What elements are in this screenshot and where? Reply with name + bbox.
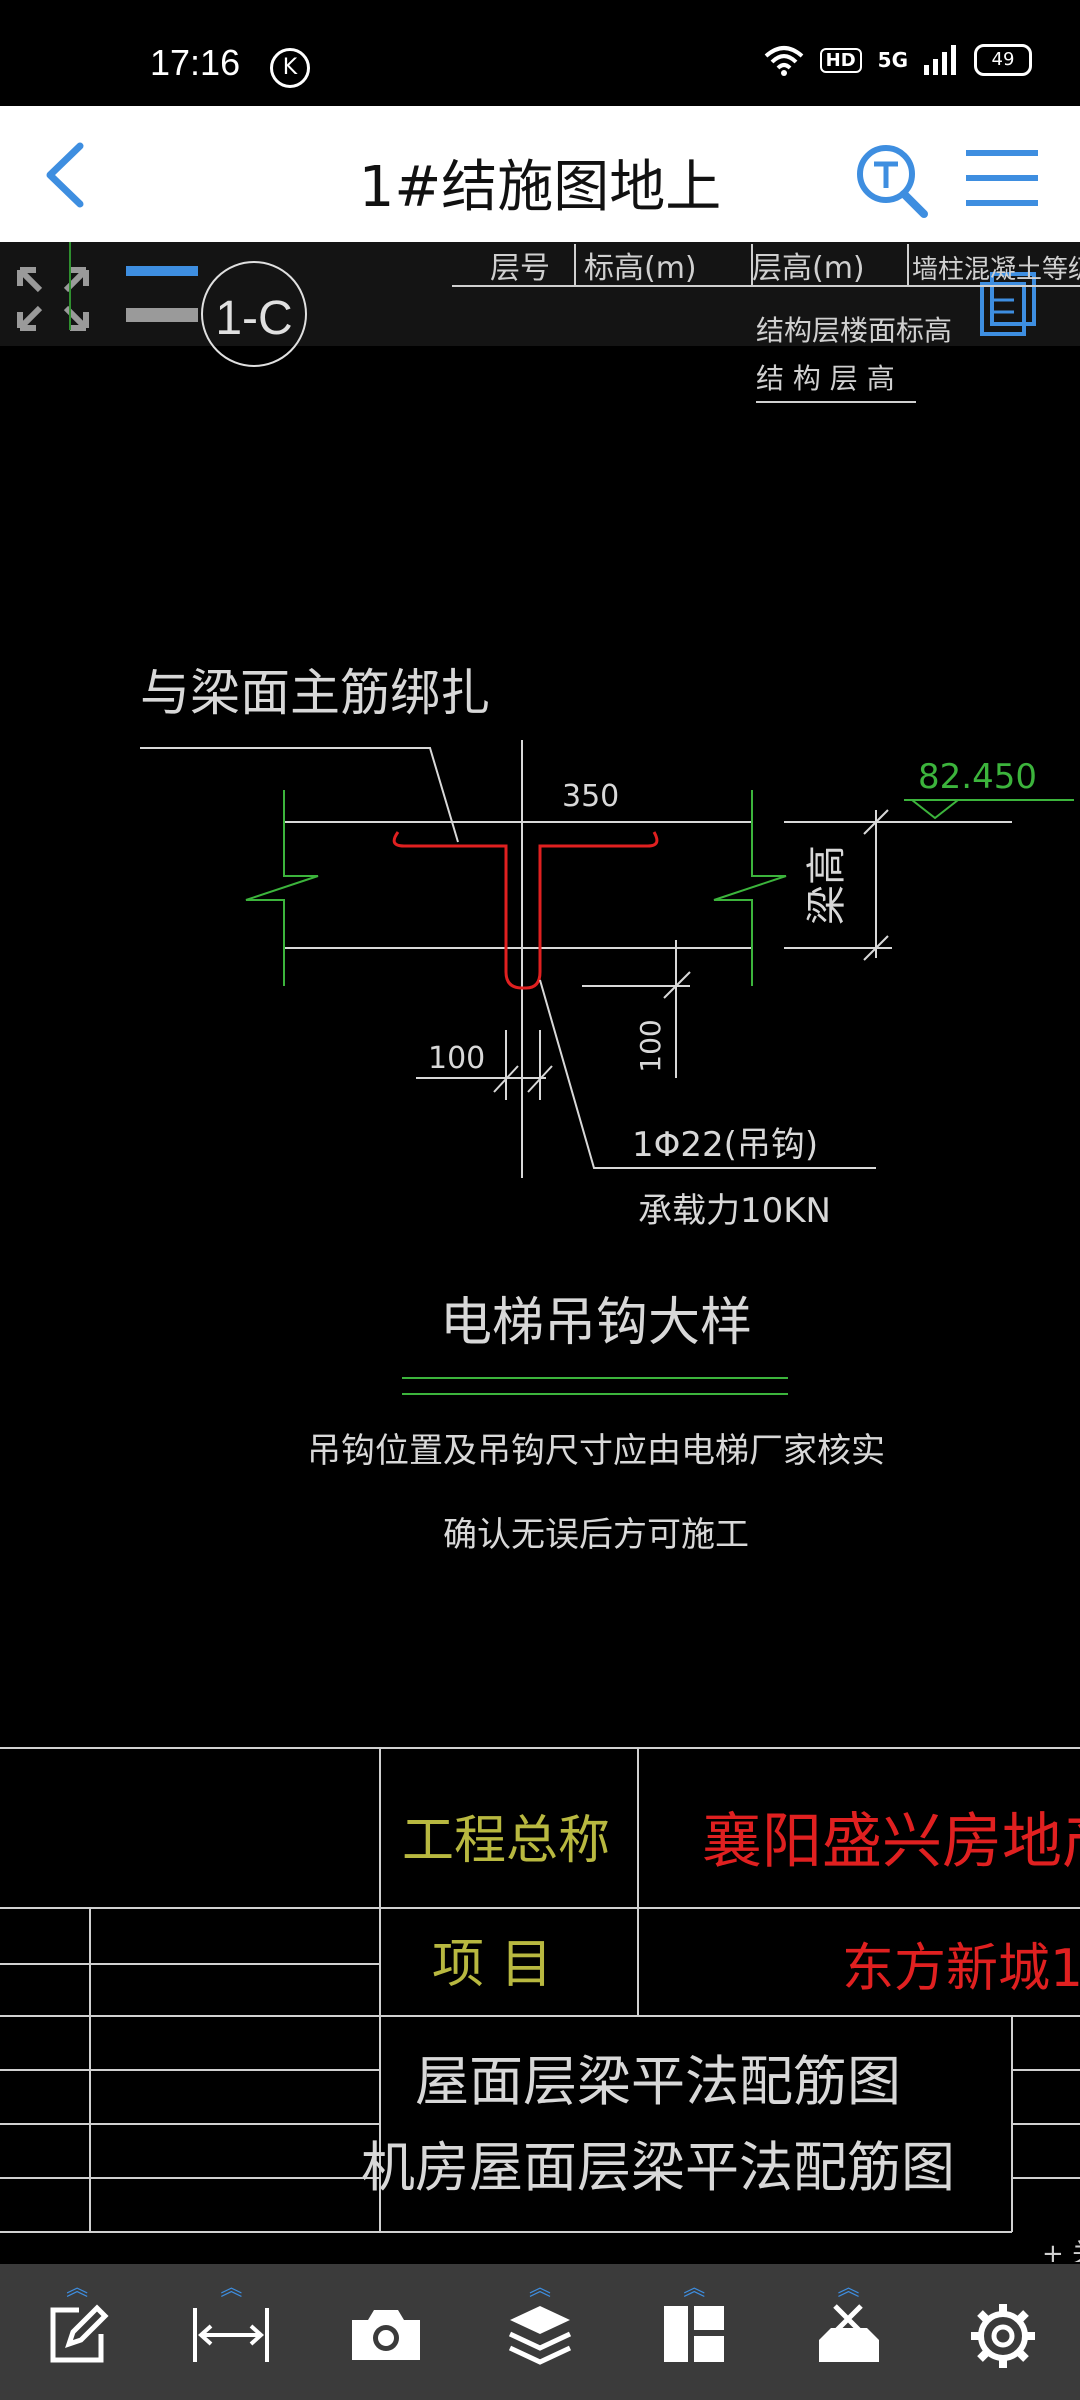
edit-note-icon xyxy=(50,2304,109,2363)
battery-indicator: 49 xyxy=(974,44,1032,76)
table-subheader: 结构层楼面标高 xyxy=(756,314,952,347)
table-header: 层号 xyxy=(490,251,550,286)
clock: 17:16 xyxy=(150,42,241,83)
k-app-icon: K xyxy=(270,48,310,88)
hook-rebar xyxy=(392,831,659,990)
axis-label: 1-C xyxy=(215,292,292,345)
note-line-2: 确认无误后方可施工 xyxy=(443,1515,749,1555)
note-line-1: 吊钩位置及吊钩尺寸应由电梯厂家核实 xyxy=(307,1431,885,1471)
beam-height-label: 梁高 xyxy=(804,845,850,925)
tools-button[interactable]: ︽ xyxy=(771,2264,925,2400)
annotate-button[interactable]: ︽ xyxy=(0,2264,154,2400)
toolbox-icon xyxy=(818,2304,879,2362)
value-project: 襄阳盛兴房地产开发有 xyxy=(702,1807,1080,1877)
elevation-value: 82.450 xyxy=(918,757,1037,797)
table-header: 标高(m) xyxy=(584,251,697,286)
layout-button[interactable]: ︽ xyxy=(617,2264,771,2400)
table-header: 墙柱混凝土等级 xyxy=(912,255,1080,285)
camera-icon xyxy=(351,2310,420,2360)
table-subheader: 结 构 层 高 xyxy=(756,362,895,395)
text-search-icon[interactable] xyxy=(852,140,932,220)
expand-chevron-icon: ︽ xyxy=(683,2276,706,2301)
load-capacity: 承载力10KN xyxy=(638,1191,831,1231)
sheet-list-icon[interactable] xyxy=(980,272,1036,336)
status-bar: 17:16 K HD 5G 49 xyxy=(0,0,1080,106)
signal-icon xyxy=(924,45,956,75)
layout-icon xyxy=(664,2306,725,2362)
layer-toggle-icon[interactable] xyxy=(126,266,198,322)
corner-text: + 关 xyxy=(1042,2239,1080,2262)
layers-icon xyxy=(508,2306,572,2365)
cad-drawing-canvas[interactable]: 1-C 层号 标高(m) 层高(m) 墙柱混凝土等级 结构层楼面标高 结 构 层… xyxy=(0,242,1080,2262)
network-label: 5G xyxy=(877,48,908,72)
drawing-name-2: 机房屋面层梁平法配筋图 xyxy=(361,2136,955,2199)
drawing-name-1: 屋面层梁平法配筋图 xyxy=(415,2050,901,2113)
detail-title: 电梯吊钩大样 xyxy=(440,1293,752,1353)
layers-button[interactable]: ︽ xyxy=(463,2264,617,2400)
camera-button[interactable] xyxy=(309,2264,463,2400)
axis-bubble xyxy=(201,261,307,367)
expand-chevron-icon: ︽ xyxy=(837,2276,860,2301)
dim-100-horizontal: 100 xyxy=(428,1041,485,1076)
dim-350: 350 xyxy=(562,779,619,814)
app-header: 1#结施图地上 xyxy=(0,106,1080,242)
note-tie: 与梁面主筋绑扎 xyxy=(140,664,490,722)
hook-spec: 1Φ22(吊钩) xyxy=(632,1125,818,1165)
hd-badge: HD xyxy=(819,47,862,73)
expand-chevron-icon: ︽ xyxy=(220,2276,243,2301)
wifi-icon xyxy=(764,46,803,76)
leader-line xyxy=(140,747,459,843)
overlay-band xyxy=(0,242,1080,346)
gear-icon xyxy=(970,2304,1035,2368)
page-title: 1#结施图地上 xyxy=(358,155,722,220)
measure-icon xyxy=(193,2308,270,2362)
title-block xyxy=(0,1747,1080,2233)
expand-chevron-icon: ︽ xyxy=(528,2276,551,2301)
label-item: 项 目 xyxy=(432,1935,553,1995)
value-item: 东方新城1A# xyxy=(842,1939,1080,1999)
settings-button[interactable] xyxy=(926,2264,1080,2400)
bottom-toolbar: ︽ ︽ ︽ ︽ xyxy=(0,2264,1080,2400)
table-header: 层高(m) xyxy=(752,251,865,286)
expand-chevron-icon: ︽ xyxy=(66,2276,89,2301)
dim-100-vertical: 100 xyxy=(634,1019,667,1072)
menu-icon[interactable] xyxy=(962,146,1042,210)
label-project: 工程总称 xyxy=(402,1811,610,1871)
measure-button[interactable]: ︽ xyxy=(154,2264,308,2400)
back-icon[interactable] xyxy=(36,140,96,210)
